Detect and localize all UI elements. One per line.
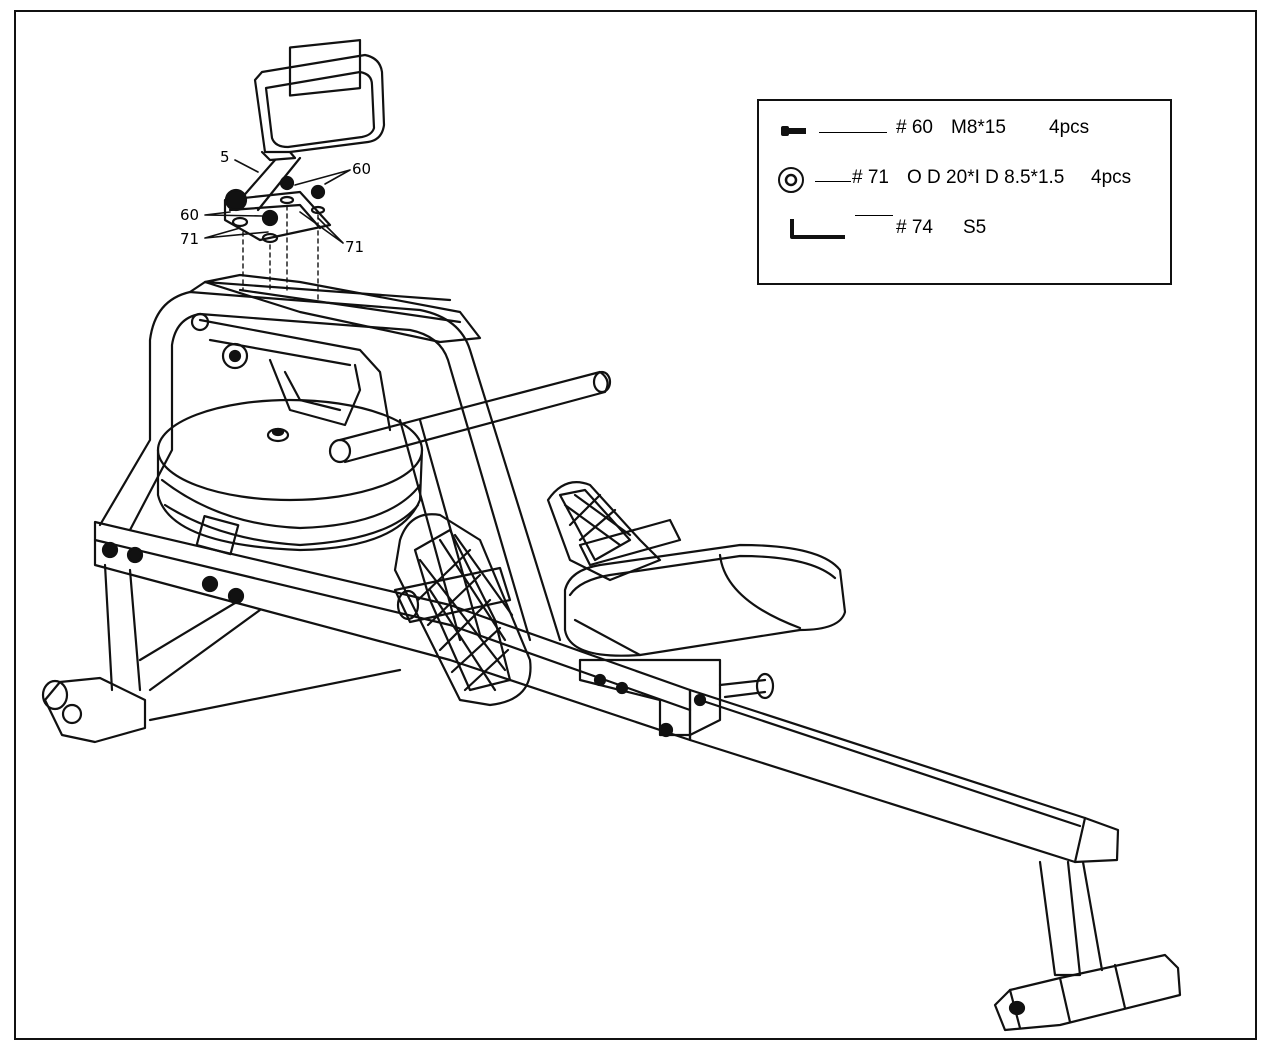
drawing-frame	[14, 10, 1257, 1040]
allen-key-icon	[790, 219, 845, 239]
callout-leaders	[204, 159, 351, 244]
legend-leader	[855, 215, 893, 216]
legend-leader	[819, 132, 887, 133]
legend-row-bolt: # 60 M8*15 4pcs	[759, 115, 1170, 145]
legend-spec: O D 20*I D 8.5*1.5	[907, 167, 1065, 188]
legend-part-number: # 71	[852, 167, 889, 188]
bolt-icon	[781, 126, 806, 136]
callout-bolt-right: 60	[352, 160, 372, 178]
rear-stabilizer	[993, 860, 1182, 1032]
console	[238, 39, 386, 212]
legend-row-allen-key: # 74 S5	[759, 215, 1170, 245]
legend-part-number: # 60	[896, 117, 933, 138]
legend-qty: 4pcs	[1049, 117, 1090, 138]
callout-console: 5	[220, 148, 230, 166]
legend-qty: 4pcs	[1091, 167, 1132, 188]
legend-spec: S5	[963, 217, 987, 238]
footrest-left	[393, 513, 532, 707]
footrest-right	[546, 481, 682, 582]
front-legs	[41, 563, 402, 744]
washer-icon	[778, 167, 804, 193]
water-tank	[156, 398, 424, 556]
callout-washer-right: 71	[345, 238, 365, 256]
legend-leader	[815, 181, 851, 182]
callout-bolt-left: 60	[180, 206, 200, 224]
legend-row-washer: # 71 O D 20*I D 8.5*1.5 4pcs	[759, 165, 1170, 195]
console-mast-hardware	[223, 175, 332, 301]
legend-spec: M8*15	[951, 117, 1006, 138]
hardware-legend: # 60 M8*15 4pcs # 71 O D 20*I D 8.5*1.5 …	[757, 99, 1172, 285]
legend-part-number: # 74	[896, 217, 933, 238]
handlebar	[328, 370, 612, 464]
rear-rail	[688, 688, 1120, 864]
seat	[563, 543, 847, 657]
callout-washer-left: 71	[180, 230, 200, 248]
